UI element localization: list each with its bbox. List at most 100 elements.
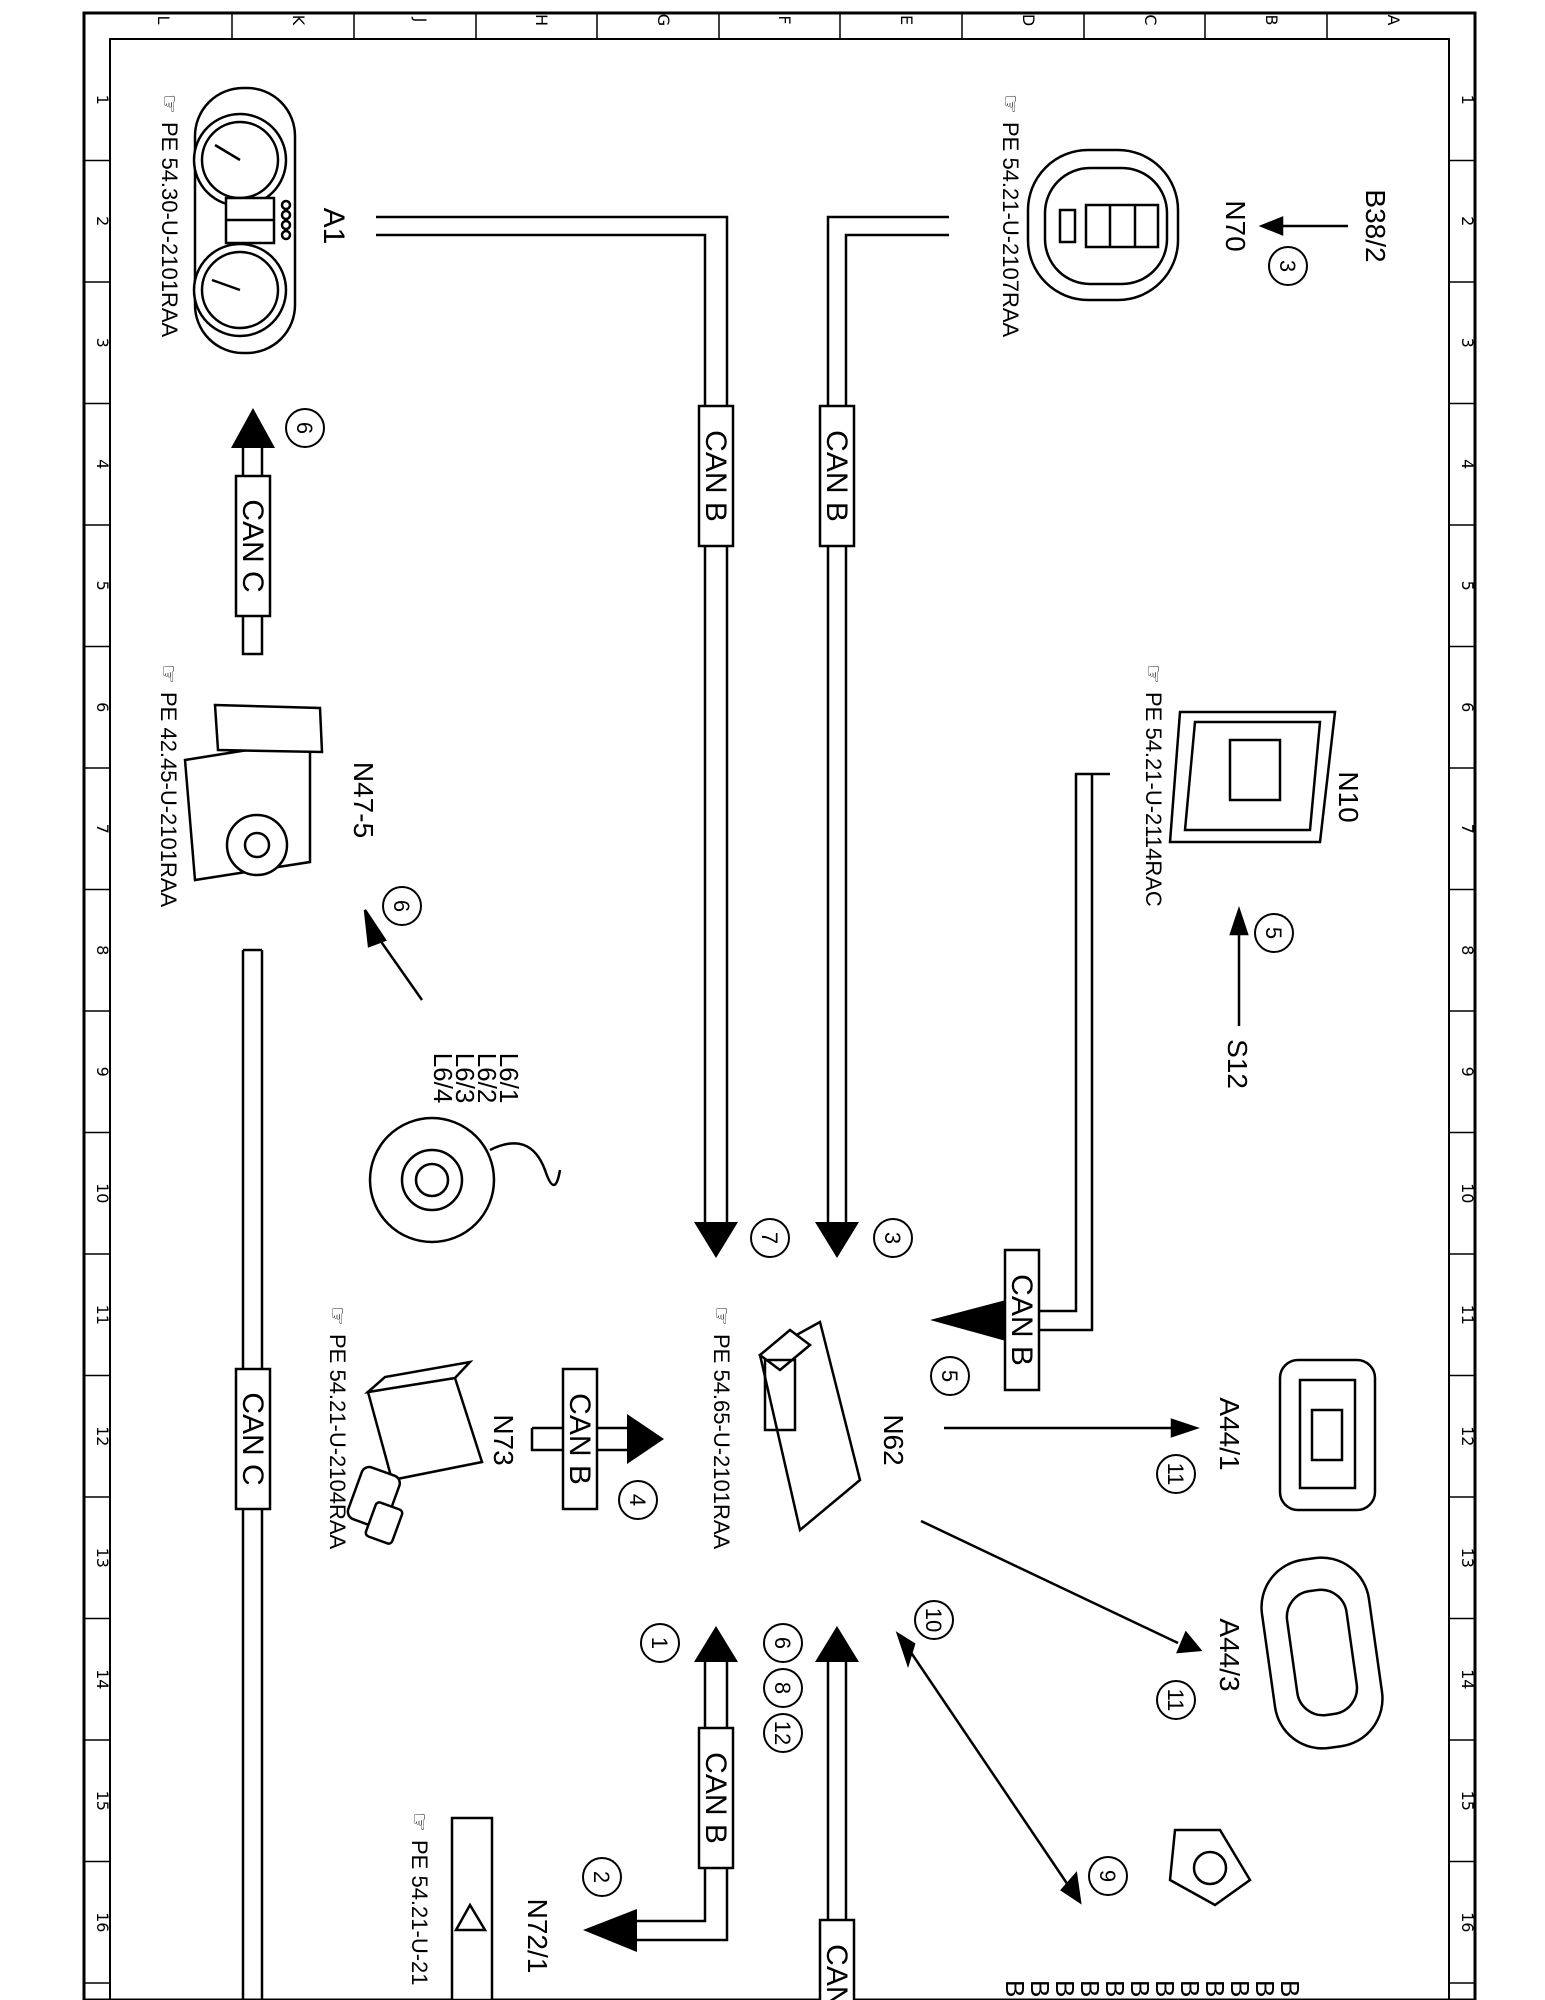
label-n10: N10	[1333, 771, 1364, 822]
row-number: 4	[93, 459, 112, 469]
switch-panel-n72-1	[450, 1816, 494, 2000]
callout-number: 5	[937, 1370, 962, 1382]
row-number: 15	[1458, 1791, 1477, 1811]
row-number: 6	[1458, 702, 1477, 712]
ref-n10: ☞ PE 54.21-U-2114RAC	[1141, 664, 1166, 907]
ref-n72-1-text: PE 54.21-U-21	[407, 1840, 432, 1986]
label-b8: B8/	[1250, 1980, 1280, 2000]
row-number: 5	[1458, 581, 1477, 591]
can-b-label-right: CAN B	[818, 404, 856, 548]
column-letter-strip	[231, 13, 1328, 39]
callout-number: 9	[1095, 1870, 1120, 1882]
can-b-label-left: CAN B	[697, 404, 735, 548]
callout-bottom-left: 1	[640, 1623, 680, 1663]
arrow-n73-into-n62	[627, 1414, 664, 1464]
overhead-panel-n70	[1026, 148, 1180, 302]
row-number: 4	[1458, 459, 1477, 469]
row-number: 7	[93, 824, 112, 834]
row-number: 5	[93, 581, 112, 591]
column-letter: A	[1384, 15, 1403, 26]
column-letter: K	[289, 15, 308, 26]
ref-n73-text: PE 54.21-U-2104RAA	[325, 1334, 350, 1550]
can-c-label-bottom: CAN C	[234, 1367, 272, 1511]
row-number: 14	[1458, 1669, 1477, 1689]
callout-number: 2	[589, 1871, 614, 1883]
signal-arrows	[363, 216, 1348, 1905]
column-letter: J	[411, 17, 430, 23]
label-b38-2: B38/2	[1360, 189, 1391, 262]
callout-n10-in: 5	[1254, 913, 1294, 953]
indicator-a44-3	[1260, 1556, 1384, 1750]
callout-n70-in: 3	[1268, 246, 1308, 286]
ref-icon: ☞	[407, 1812, 432, 1832]
column-letter: D	[1019, 14, 1038, 26]
callout-diag-top: 10	[914, 1600, 954, 1640]
callout-n62-canb: 5	[930, 1356, 970, 1396]
callout-a44-3: 11	[1156, 1680, 1196, 1720]
callout-n72-1: 2	[582, 1857, 622, 1897]
label-l6-4: L6/4	[428, 1053, 458, 1104]
label-l6-3: L6/3	[450, 1053, 480, 1104]
row-number: 1	[93, 95, 112, 105]
row-number: 2	[93, 216, 112, 226]
column-letter: L	[154, 16, 173, 25]
row-number: 7	[1458, 824, 1477, 834]
callout-number: 4	[625, 1494, 650, 1506]
callout-number: 10	[921, 1608, 946, 1632]
callout-number: 11	[1163, 1689, 1188, 1712]
label-l6-2: L6/2	[472, 1053, 502, 1104]
column-letter: F	[775, 15, 794, 24]
label-b8: B8/	[1000, 1980, 1030, 2000]
callout-number: 6	[770, 1637, 795, 1649]
column-letter: H	[532, 14, 551, 26]
ref-n62: ☞ PE 54.65-U-2101RAA	[709, 1306, 734, 1550]
row-number: 9	[93, 1067, 112, 1077]
sensor-b8	[1168, 1828, 1252, 1907]
callout-number: 6	[292, 422, 317, 434]
callout-n62-right: 3	[873, 1218, 913, 1258]
ref-n10-text: PE 54.21-U-2114RAC	[1141, 692, 1166, 907]
callout-number: 11	[1163, 1463, 1188, 1486]
row-number: 2	[1458, 216, 1477, 226]
row-number: 8	[1458, 945, 1477, 955]
ref-icon: ☞	[325, 1306, 350, 1326]
arrow-into-n62-left	[694, 1222, 738, 1258]
row-number: 11	[93, 1305, 112, 1325]
label-n62: N62	[878, 1414, 909, 1465]
row-number: 1	[1458, 95, 1477, 105]
ref-icon: ☞	[157, 94, 182, 114]
row-number: 6	[93, 702, 112, 712]
label-a1: A1	[317, 208, 350, 245]
callout-n47-in: 6	[382, 886, 422, 926]
can-c-text: CAN C	[236, 1392, 269, 1485]
can-label-bottom-right: CAN B	[818, 1918, 856, 2000]
label-b8: B8/	[1175, 1980, 1205, 2000]
column-letter: B	[1262, 15, 1281, 26]
arrow-up-bottom-right	[815, 1626, 859, 1662]
can-c-text: CAN C	[236, 499, 269, 592]
label-b8: B8/	[1075, 1980, 1105, 2000]
label-b8: B8/	[1025, 1980, 1055, 2000]
label-n72-1: N72/1	[522, 1899, 553, 1974]
label-n47-5: N47-5	[348, 762, 379, 838]
row-number: 13	[93, 1548, 112, 1568]
callout-n73-canb: 4	[618, 1480, 658, 1520]
callout-number: 3	[1275, 260, 1300, 272]
callout-bottom-mid-b: 8	[763, 1668, 803, 1708]
ref-n72-1: ☞ PE 54.21-U-21	[407, 1812, 432, 1986]
row-number-ticks	[84, 159, 1475, 1984]
callout-number: 12	[770, 1721, 795, 1745]
drawing-frame	[82, 11, 1477, 2000]
callout-number: 7	[757, 1232, 782, 1244]
label-a44-1: A44/1	[1214, 1397, 1245, 1470]
row-number: 3	[1458, 338, 1477, 348]
ref-a1-text: PE 54.30-U-2101RAA	[157, 122, 182, 338]
callout-bottom-mid-c: 12	[763, 1713, 803, 1753]
label-a44-3: A44/3	[1214, 1618, 1245, 1691]
ref-icon: ☞	[156, 664, 181, 684]
row-number: 12	[1458, 1426, 1477, 1446]
module-n10	[1168, 710, 1337, 844]
